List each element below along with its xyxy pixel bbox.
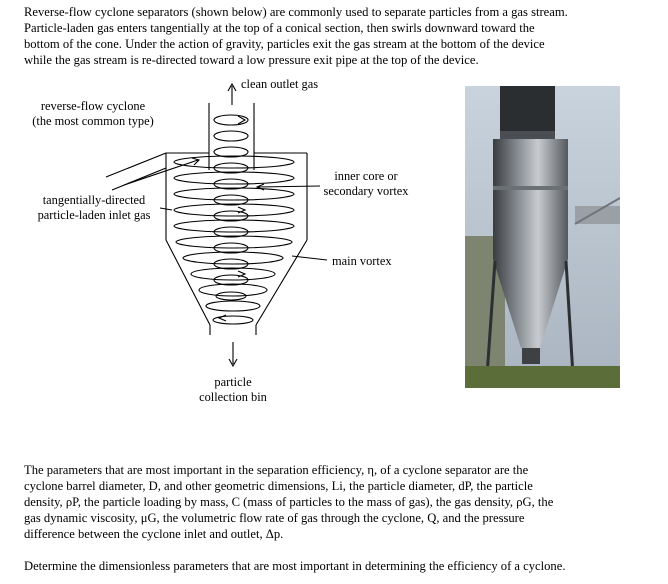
cone-wall-right (255, 239, 308, 326)
intro-paragraph: Reverse-flow cyclone separators (shown b… (24, 4, 644, 68)
parameters-paragraph: The parameters that are most important i… (24, 462, 624, 542)
inlet-duct-bottom (111, 167, 167, 191)
inner-core-leader (257, 185, 321, 188)
clean-outlet-arrowhead (227, 82, 237, 92)
cyclone-photo (465, 86, 620, 388)
params-line-1: The parameters that are most important i… (24, 463, 529, 477)
reverse-flow-label-line-1: reverse-flow cyclone (40, 99, 146, 113)
inner-core-label-line-2: secondary vortex (323, 184, 409, 198)
inner-core-label-line-1: inner core or (334, 169, 398, 183)
bin-arrowhead (228, 358, 238, 368)
reverse-flow-label: reverse-flow cyclone (the most common ty… (26, 99, 160, 129)
inlet-flow-arrow (123, 159, 199, 186)
params-line-2: cyclone barrel diameter, D, and other ge… (24, 479, 533, 493)
intro-line-4: while the gas stream is re-directed towa… (24, 53, 479, 67)
inner-flow-arrowhead (237, 115, 247, 125)
clean-outlet-label: clean outlet gas (241, 77, 319, 91)
collection-bin-label-line-2: collection bin (199, 390, 267, 404)
main-vortex-label: main vortex (332, 254, 392, 268)
intro-line-2: Particle-laden gas enters tangentially a… (24, 21, 535, 35)
photo-duct-brace (574, 197, 620, 225)
params-line-5: difference between the cyclone inlet and… (24, 527, 284, 541)
photo-ground (465, 366, 620, 388)
intro-line-1: Reverse-flow cyclone separators (shown b… (24, 5, 568, 19)
photo-discharge (522, 348, 540, 364)
params-line-4: gas dynamic viscosity, μG, the volumetri… (24, 511, 525, 525)
inlet-flow-arrowhead (191, 157, 201, 166)
photo-duct-structure (575, 206, 620, 224)
photo-leg-left (485, 260, 497, 377)
vortex-flow-arrowhead-2 (237, 270, 247, 278)
collection-bin-label: particle collection bin (186, 375, 280, 405)
inlet-duct-top (105, 152, 167, 178)
inlet-gas-label: tangentially-directed particle-laden inl… (14, 193, 174, 223)
cone-wall-left (165, 239, 211, 326)
photo-stack-band (500, 131, 555, 139)
inlet-label-leader (159, 207, 173, 211)
photo-cone (493, 259, 568, 348)
main-vortex-leader (291, 255, 328, 261)
inner-core-coils (213, 114, 249, 301)
inlet-gas-label-line-2: particle-laden inlet gas (37, 208, 151, 222)
inner-core-label: inner core or secondary vortex (318, 169, 414, 199)
params-line-3: density, ρP, the particle loading by mas… (24, 495, 554, 509)
photo-leg-right (564, 260, 575, 377)
photo-barrel-seam (493, 186, 568, 190)
vortex-flow-arrowhead-1 (237, 206, 247, 214)
intro-line-3: bottom of the cone. Under the action of … (24, 37, 545, 51)
vortex-flow-arrowhead-3 (217, 314, 227, 322)
inlet-gas-label-line-1: tangentially-directed (42, 193, 146, 207)
inner-core-leader-arrowhead (255, 183, 265, 191)
photo-outlet-stack (500, 86, 555, 131)
photo-barrel (493, 139, 568, 259)
collection-bin-label-line-1: particle (214, 375, 252, 389)
reverse-flow-label-line-2: (the most common type) (32, 114, 154, 128)
question-text: Determine the dimensionless parameters t… (24, 559, 566, 573)
main-vortex-coils (173, 155, 295, 325)
